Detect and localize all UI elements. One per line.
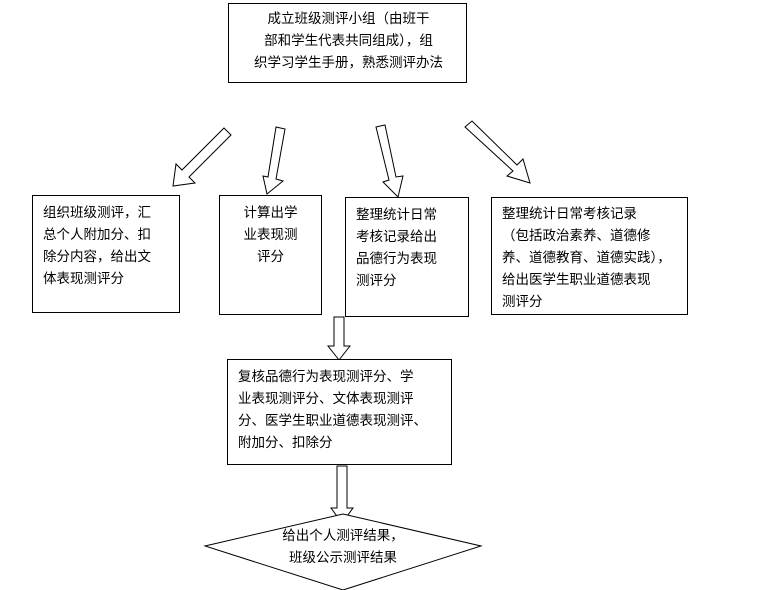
step-class-evaluation-text: 组织班级测评，汇 总个人附加分、扣 除分内容，给出文 体表现测评分 (43, 205, 151, 287)
arrow-to-review-box (326, 316, 352, 361)
arrow-to-middle-box (262, 126, 286, 195)
arrow-to-middle-right-box (375, 124, 404, 198)
step-review-scores: 复核品德行为表现测评分、学 业表现测评分、文体表现测评 分、医学生职业道德表现测… (227, 359, 452, 465)
step-conduct-score: 整理统计日常 考核记录给出 品德行为表现 测评分 (345, 197, 469, 317)
step-conduct-score-text: 整理统计日常 考核记录给出 品德行为表现 测评分 (356, 207, 437, 289)
arrow-to-left-box (172, 127, 232, 187)
step-class-evaluation: 组织班级测评，汇 总个人附加分、扣 除分内容，给出文 体表现测评分 (32, 195, 180, 313)
result-diamond-text: 给出个人测评结果， 班级公示测评结果 (282, 528, 404, 566)
arrow-to-right-box (464, 120, 531, 184)
step-ethics-score: 整理统计日常考核记录 （包括政治素养、道德修 养、道德教育、道德实践）， 给出医… (491, 197, 688, 315)
step-review-scores-text: 复核品德行为表现测评分、学 业表现测评分、文体表现测评 分、医学生职业道德表现测… (238, 369, 427, 451)
step-form-committee: 成立班级测评小组（由班干 部和学生代表共同组成），组 织学习学生手册，熟悉测评办… (228, 3, 467, 83)
step-academic-score-text: 计算出学 业表现测 评分 (243, 205, 298, 265)
step-academic-score: 计算出学 业表现测 评分 (219, 195, 322, 315)
result-diamond (203, 513, 483, 590)
step-form-committee-text: 成立班级测评小组（由班干 部和学生代表共同组成），组 织学习学生手册，熟悉测评办… (254, 11, 443, 71)
step-ethics-score-text: 整理统计日常考核记录 （包括政治素养、道德修 养、道德教育、道德实践）， 给出医… (502, 206, 671, 310)
